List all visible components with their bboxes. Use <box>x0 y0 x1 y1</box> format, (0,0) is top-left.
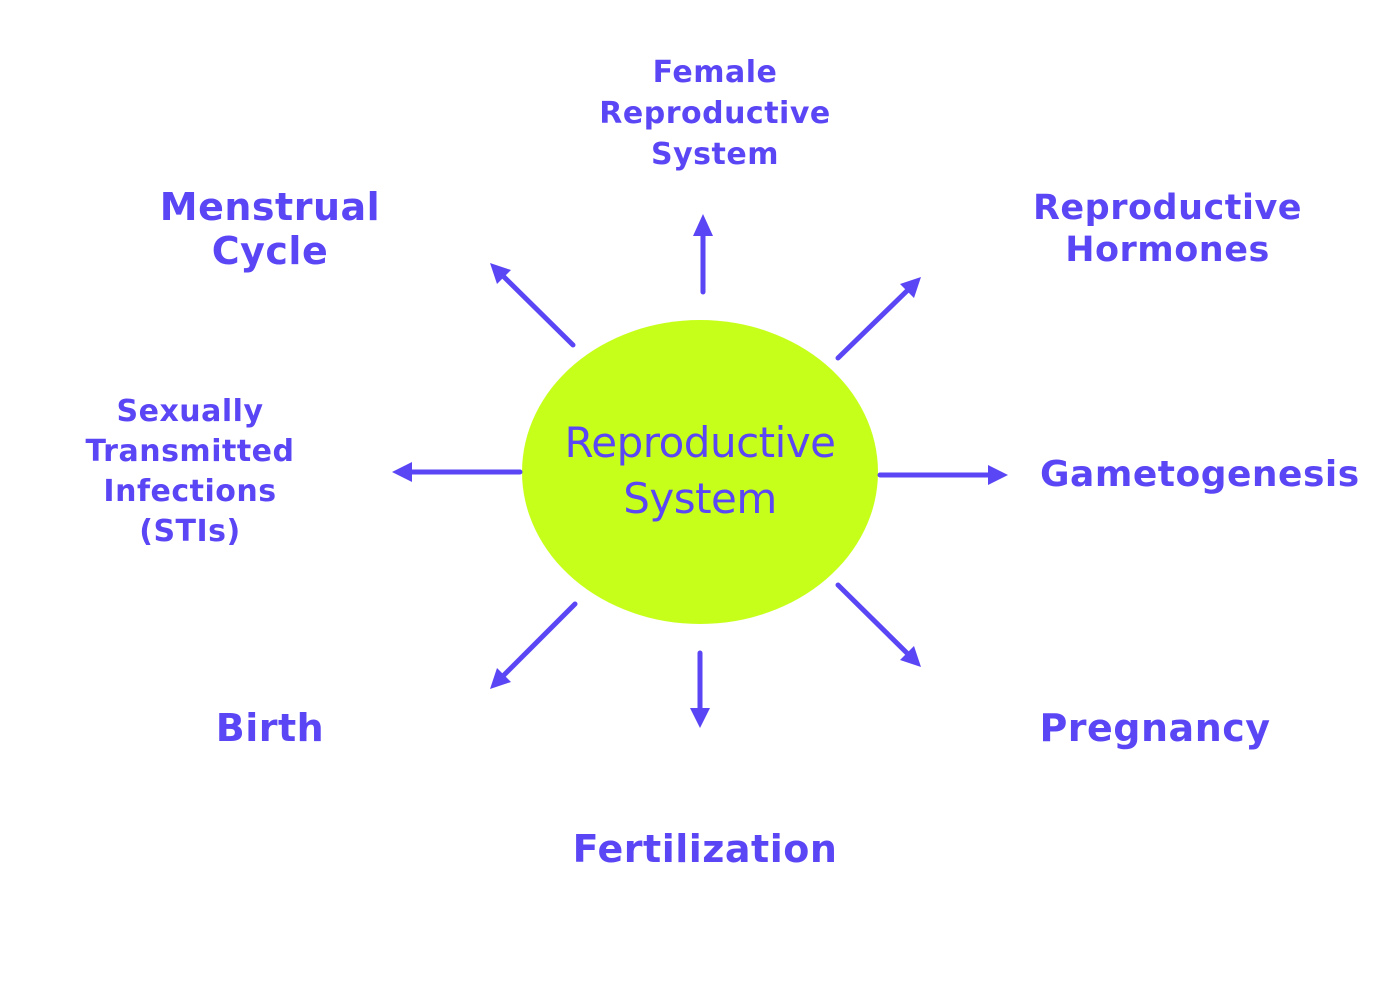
arrowhead-pregnancy <box>900 646 921 667</box>
topic-pregnancy: Pregnancy <box>1039 706 1271 750</box>
topic-gametogenesis: Gametogenesis <box>1040 454 1360 495</box>
arrow-to-pregnancy <box>835 582 917 663</box>
topic-menstrual-cycle: Menstrual Cycle <box>159 185 381 273</box>
topic-sexually-transmitted-infections: Sexually Transmitted Infections (STIs) <box>85 394 295 549</box>
topic-birth: Birth <box>215 706 325 750</box>
arrow-to-reproductive-hormones <box>835 281 917 361</box>
arrowhead-sti <box>392 462 412 482</box>
center-node-label: Reproductive System <box>564 418 836 523</box>
arrowhead-female <box>693 214 713 236</box>
topic-fertilization: Fertilization <box>572 827 838 871</box>
arrow-to-birth <box>494 601 578 685</box>
arrowhead-gametogenesis <box>988 465 1008 485</box>
center-node <box>522 320 878 624</box>
arrowhead-fertilization <box>690 708 710 728</box>
arrowhead-birth <box>490 668 511 689</box>
topic-female-reproductive-system: Female Reproductive System <box>599 55 831 172</box>
arrow-to-menstrual-cycle <box>494 267 576 348</box>
arrowhead-hormones <box>900 277 921 298</box>
topic-reproductive-hormones: Reproductive Hormones <box>1032 188 1303 270</box>
arrowhead-menstrual <box>490 263 511 284</box>
